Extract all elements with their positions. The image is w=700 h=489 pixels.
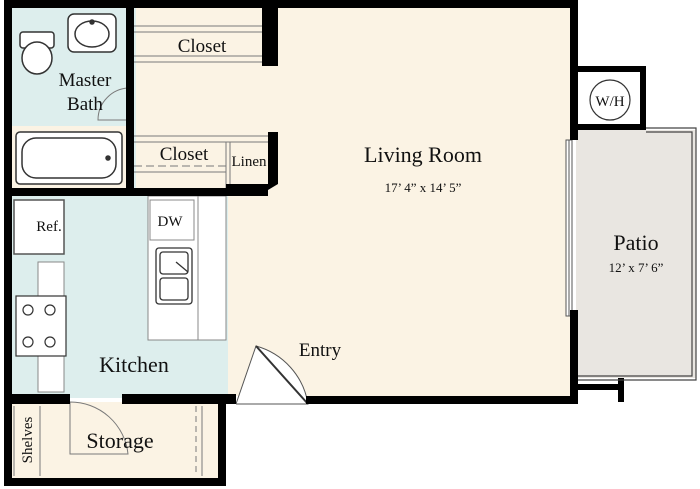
patio-floor: [576, 130, 696, 378]
closet-top-label: Closet: [178, 36, 227, 57]
dishwasher-icon: [149, 199, 195, 241]
patio-rail: [578, 127, 697, 381]
master-bath-label-line2: Bath: [67, 94, 103, 115]
closet-top-lines: [134, 25, 268, 63]
entry-label: Entry: [299, 340, 342, 361]
water-heater-label: W/H: [595, 94, 624, 110]
closet-bottom-lines: [134, 135, 268, 188]
master-bath-label-line1: Master: [59, 70, 112, 91]
patio-slider: [565, 139, 573, 317]
refrigerator-label: Ref.: [36, 219, 61, 235]
living-room-label: Living Room: [364, 142, 482, 167]
storage-door-swing-icon: [69, 401, 129, 455]
patio-label: Patio: [613, 230, 658, 255]
closet-bottom-label: Closet: [160, 144, 209, 165]
water-heater-icon: [589, 79, 631, 121]
stove-icon: [15, 295, 67, 357]
storage-label: Storage: [86, 428, 153, 453]
shelves-label: Shelves: [20, 417, 36, 464]
entry-door-leaf: [255, 345, 309, 405]
walls: [4, 0, 646, 486]
toilet-icon: [19, 31, 55, 75]
sink-icon: [67, 13, 117, 53]
bath-door-swing-icon: [97, 87, 131, 121]
linen-label: Linen: [232, 154, 267, 170]
bathtub-icon: [15, 131, 123, 185]
kitchen-label: Kitchen: [99, 352, 169, 377]
refrigerator-icon: [13, 199, 65, 255]
kitchen-sink-icon: [155, 247, 193, 305]
living-room-dims: 17’ 4” x 14’ 5”: [385, 180, 462, 195]
dishwasher-label: DW: [158, 214, 184, 230]
storage-floor: [10, 402, 222, 480]
storage-shelf-lines: [13, 406, 203, 476]
patio-dims: 12’ x 7’ 6”: [609, 260, 664, 275]
